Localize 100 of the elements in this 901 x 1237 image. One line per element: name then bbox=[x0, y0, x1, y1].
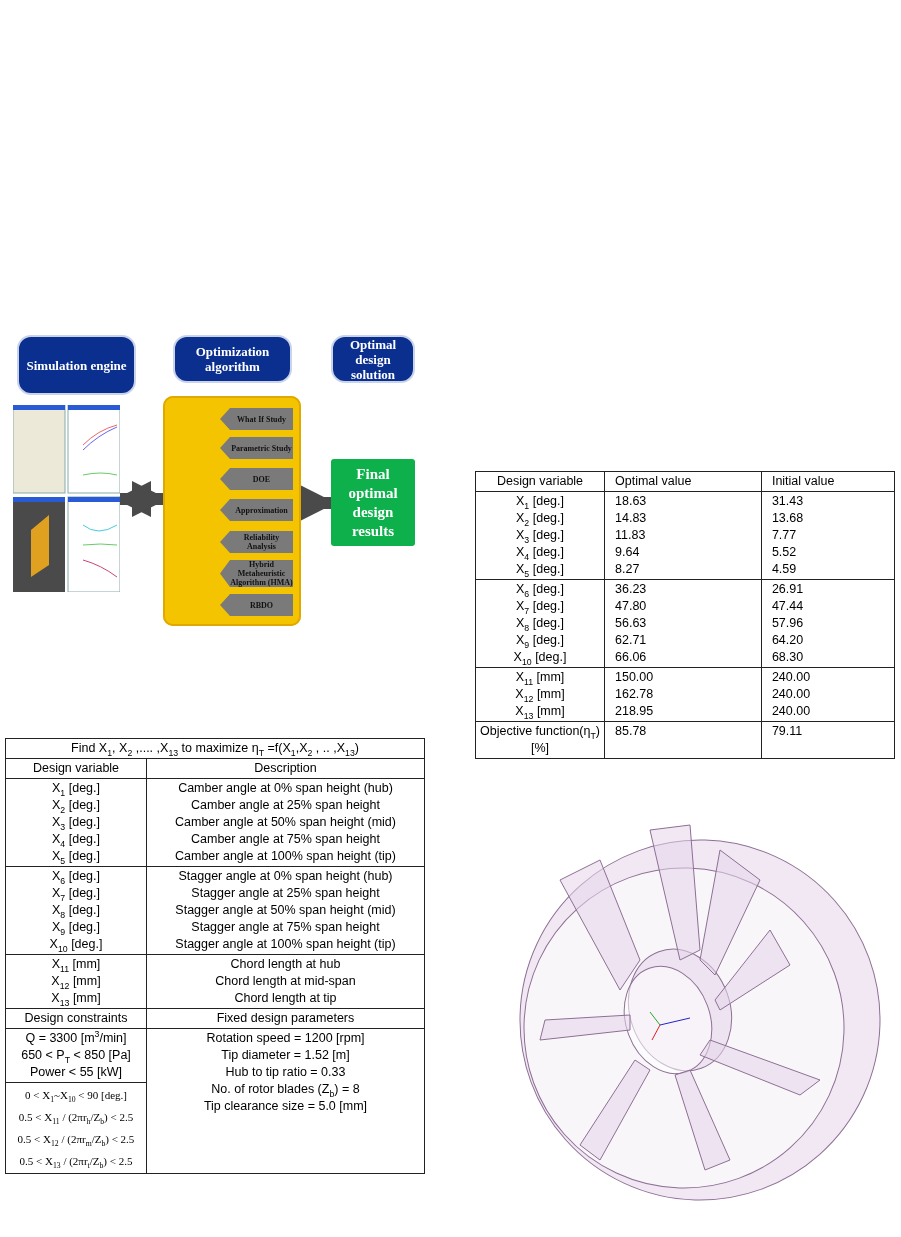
value-text: 68.30 bbox=[771, 649, 805, 666]
variable-label: X$_{2}$ [deg.] bbox=[51, 797, 101, 814]
variable-label: X$_{2}$ [deg.] bbox=[515, 510, 565, 527]
result-box: Final optimal design results bbox=[331, 459, 415, 546]
value-text: 8.27 bbox=[615, 561, 641, 578]
description-text: Stagger angle at 75% span height bbox=[190, 919, 381, 936]
optimizer-panel bbox=[163, 396, 301, 626]
variable-label: X$_{4}$ [deg.] bbox=[51, 831, 101, 848]
constraint-formula: 0.5 < X$_{12}$ / (2πr$_{m}$/Z$_{b}$) < 2.5 bbox=[16, 1132, 136, 1150]
variable-label: X$_{3}$ [deg.] bbox=[51, 814, 101, 831]
description-text: Camber angle at 75% span height bbox=[190, 831, 381, 848]
parameter-text: Tip clearance size = 5.0 [mm] bbox=[202, 1098, 369, 1115]
variable-label: X$_{8}$ [deg.] bbox=[515, 615, 565, 632]
constraint-formula: 0 < X$_{1}$~X$_{10}$ < 90 [deg.] bbox=[24, 1088, 128, 1106]
variable-label: X$_{13}$ [mm] bbox=[514, 703, 566, 720]
step-tab: Parametric Study bbox=[220, 437, 293, 459]
description-text: Camber angle at 0% span height (hub) bbox=[177, 780, 394, 797]
table-title: Find X$_{1}$, X$_{2}$ ,.... ,X$_{13}$ to maximize η$_{T}$ =f(X$_{1}$,X$_{2}$ , .. ,X$_{13}$) bbox=[70, 740, 360, 757]
variable-label: X$_{6}$ [deg.] bbox=[51, 868, 101, 885]
value-text: 26.91 bbox=[771, 581, 805, 598]
value-text: 57.96 bbox=[771, 615, 805, 632]
value-text: 4.59 bbox=[771, 561, 798, 578]
value-text: 56.63 bbox=[615, 615, 648, 632]
column-header: Design constraints bbox=[23, 1010, 129, 1027]
value-text: 162.78 bbox=[615, 686, 655, 703]
description-text: Stagger angle at 100% span height (tip) bbox=[174, 936, 397, 953]
variable-label: X$_{12}$ [mm] bbox=[50, 973, 102, 990]
software-screenshots-drawing bbox=[13, 405, 120, 592]
value-text: 240.00 bbox=[771, 669, 812, 686]
step-tab: What If Study bbox=[220, 408, 293, 430]
value-text: 240.00 bbox=[771, 686, 812, 703]
constraint-text: 650 < P$_{T}$ < 850 [Pa] bbox=[20, 1047, 132, 1064]
value-text: 66.06 bbox=[615, 649, 648, 666]
description-text: Camber angle at 100% span height (tip) bbox=[174, 848, 397, 865]
description-text: Chord length at mid-span bbox=[214, 973, 357, 990]
variable-label: X$_{10}$ [deg.] bbox=[512, 649, 568, 666]
value-text: 11.83 bbox=[615, 527, 647, 544]
constraint-formula: 0.5 < X$_{13}$ / (2πr$_{t}$/Z$_{b}$) < 2.5 bbox=[18, 1154, 134, 1172]
variable-label: X$_{9}$ [deg.] bbox=[51, 919, 101, 936]
description-text: Stagger angle at 0% span height (hub) bbox=[177, 868, 394, 885]
value-text: 79.11 bbox=[771, 723, 804, 740]
step-tab: DOE bbox=[220, 468, 293, 490]
value-text: 9.64 bbox=[615, 544, 641, 561]
variable-label: X$_{1}$ [deg.] bbox=[51, 780, 101, 797]
variable-label: X$_{5}$ [deg.] bbox=[51, 848, 101, 865]
description-text: Stagger angle at 25% span height bbox=[190, 885, 381, 902]
value-text: 150.00 bbox=[615, 669, 655, 686]
constraint-text: Power < 55 [kW] bbox=[28, 1064, 124, 1081]
value-text: 47.44 bbox=[771, 598, 805, 615]
value-text: 5.52 bbox=[771, 544, 798, 561]
value-text: 13.68 bbox=[771, 510, 805, 527]
variable-label: X$_{8}$ [deg.] bbox=[51, 902, 101, 919]
variable-label: X$_{4}$ [deg.] bbox=[515, 544, 565, 561]
description-text: Chord length at tip bbox=[233, 990, 338, 1007]
header-banner: Optimal design solution bbox=[331, 335, 415, 383]
step-tab: RBDO bbox=[220, 594, 293, 616]
constraint-text: Q = 3300 [m$^{3}$/min] bbox=[24, 1030, 128, 1047]
description-text: Stagger angle at 50% span height (mid) bbox=[174, 902, 397, 919]
variable-label: X$_{6}$ [deg.] bbox=[515, 581, 565, 598]
value-text: 64.20 bbox=[771, 632, 805, 649]
parameter-text: Rotation speed = 1200 [rpm] bbox=[205, 1030, 366, 1047]
variable-label: X$_{13}$ [mm] bbox=[50, 990, 102, 1007]
value-text: 36.23 bbox=[615, 581, 648, 598]
variable-label: X$_{7}$ [deg.] bbox=[515, 598, 565, 615]
step-tab: Hybrid Metaheuristic Algorithm (HMA) bbox=[220, 560, 293, 587]
value-text: 240.00 bbox=[771, 703, 812, 720]
variable-label: X$_{7}$ [deg.] bbox=[51, 885, 101, 902]
variable-label: X$_{10}$ [deg.] bbox=[48, 936, 104, 953]
variable-label: X$_{1}$ [deg.] bbox=[515, 493, 565, 510]
step-tab: Approximation bbox=[220, 499, 293, 521]
variable-label: X$_{3}$ [deg.] bbox=[515, 527, 565, 544]
step-tab: Reliability Analysis bbox=[220, 531, 293, 553]
description-text: Chord length at hub bbox=[229, 956, 342, 973]
value-text: 62.71 bbox=[615, 632, 648, 649]
value-text: 14.83 bbox=[615, 510, 648, 527]
value-text: 218.95 bbox=[615, 703, 655, 720]
value-text: 18.63 bbox=[615, 493, 648, 510]
variable-label: X$_{11}$ [mm] bbox=[50, 956, 102, 973]
value-text: 31.43 bbox=[771, 493, 805, 510]
column-header: Description bbox=[253, 760, 318, 777]
column-header: Initial value bbox=[771, 473, 836, 490]
value-text: 7.77 bbox=[771, 527, 798, 544]
variable-label: X$_{11}$ [mm] bbox=[514, 669, 566, 686]
variable-label: X$_{12}$ [mm] bbox=[514, 686, 566, 703]
value-text: 85.78 bbox=[615, 723, 648, 740]
column-header: Optimal value bbox=[615, 473, 693, 490]
parameter-text: Tip diameter = 1.52 [m] bbox=[220, 1047, 351, 1064]
value-text: 47.80 bbox=[615, 598, 648, 615]
parameter-text: Hub to tip ratio = 0.33 bbox=[224, 1064, 347, 1081]
header-banner: Simulation engine bbox=[17, 335, 136, 395]
row-header: Objective function(η$_{T}$) [%] bbox=[480, 723, 600, 757]
parameter-text: No. of rotor blades (Z$_{b}$) = 8 bbox=[210, 1081, 361, 1098]
variable-label: X$_{5}$ [deg.] bbox=[515, 561, 565, 578]
variable-label: X$_{9}$ [deg.] bbox=[515, 632, 565, 649]
description-text: Camber angle at 50% span height (mid) bbox=[174, 814, 397, 831]
column-header: Fixed design parameters bbox=[215, 1010, 356, 1027]
column-header: Design variable bbox=[31, 760, 121, 777]
description-text: Camber angle at 25% span height bbox=[190, 797, 381, 814]
column-header: Design variable bbox=[495, 473, 585, 490]
header-banner: Optimization algorithm bbox=[173, 335, 292, 383]
